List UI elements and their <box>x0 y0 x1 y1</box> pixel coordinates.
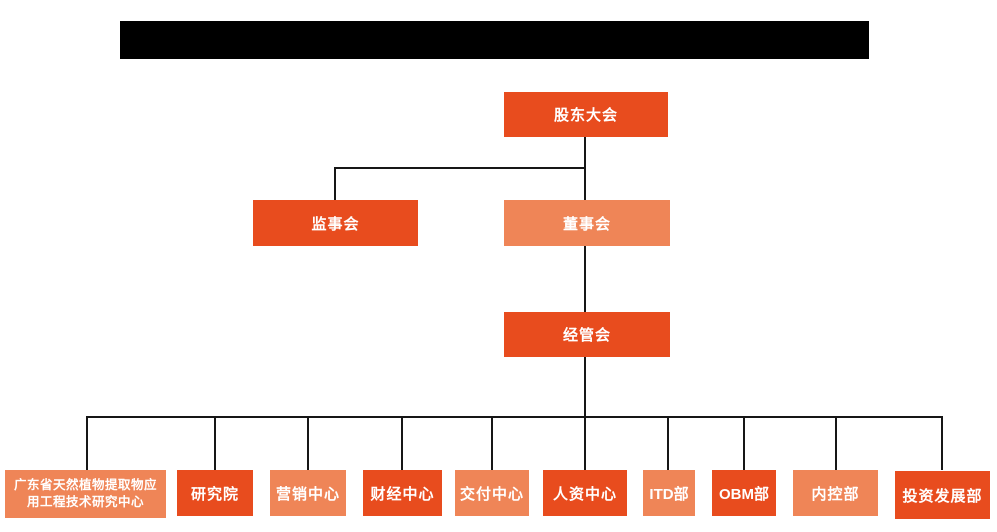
org-node-gd-plant-extract-research-center: 广东省天然植物提取物应用工程技术研究中心 <box>5 470 166 518</box>
connector-line <box>941 416 943 470</box>
org-node-management-committee: 经管会 <box>504 312 670 357</box>
connector-line <box>307 416 309 470</box>
connector-line <box>584 357 586 417</box>
connector-line <box>584 246 586 312</box>
org-node-delivery-center: 交付中心 <box>455 470 529 516</box>
connector-line <box>667 416 669 470</box>
org-node-investment-development-department: 投资发展部 <box>895 471 990 519</box>
org-node-obm-department: OBM部 <box>712 470 776 516</box>
connector-line <box>491 416 493 470</box>
org-node-finance-center: 财经中心 <box>363 470 442 516</box>
org-node-hr-center: 人资中心 <box>543 470 627 516</box>
connector-line <box>86 416 88 470</box>
connector-line <box>584 137 586 168</box>
connector-line <box>584 416 586 470</box>
org-node-itd-department: ITD部 <box>643 470 695 516</box>
org-node-internal-control-department: 内控部 <box>793 470 878 516</box>
connector-line <box>835 416 837 470</box>
redacted-title-bar <box>120 21 869 59</box>
connector-line <box>214 416 216 470</box>
connector-line <box>334 167 586 169</box>
org-node-research-institute: 研究院 <box>177 470 253 516</box>
org-node-board-of-directors: 董事会 <box>504 200 670 246</box>
org-node-supervisory-board: 监事会 <box>253 200 418 246</box>
connector-line <box>86 416 943 418</box>
connector-line <box>401 416 403 470</box>
connector-line <box>584 167 586 200</box>
org-node-shareholders-meeting: 股东大会 <box>504 92 668 137</box>
connector-line <box>743 416 745 470</box>
org-node-marketing-center: 营销中心 <box>270 470 346 516</box>
connector-line <box>334 167 336 200</box>
